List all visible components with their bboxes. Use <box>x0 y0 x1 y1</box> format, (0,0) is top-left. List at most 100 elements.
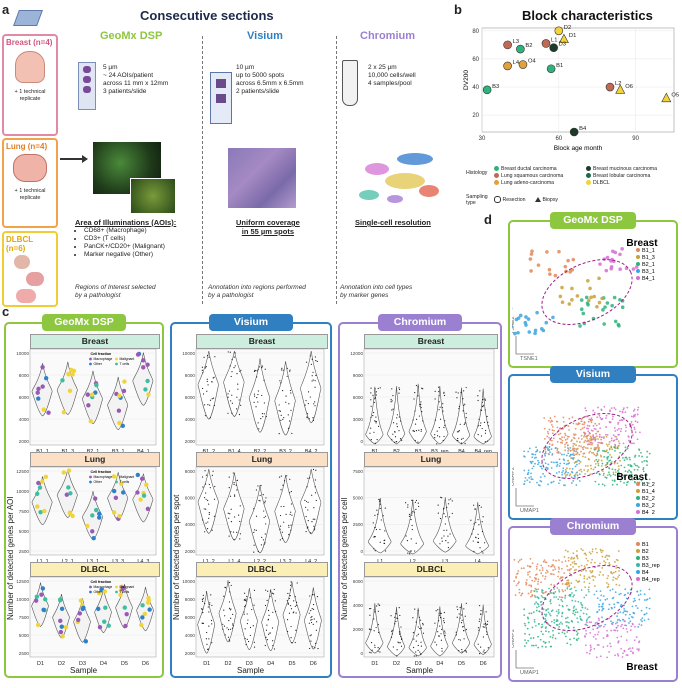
embedding-point <box>618 427 620 430</box>
embedding-point <box>597 631 600 633</box>
embedding-point <box>623 610 626 612</box>
spot-point <box>245 604 247 607</box>
spot-point <box>436 443 438 445</box>
embedding-point <box>518 581 520 583</box>
embedding-point <box>548 453 551 456</box>
embedding-point <box>606 558 609 561</box>
embedding-point <box>593 460 596 462</box>
spot-point <box>296 582 298 584</box>
embedding-point <box>617 440 620 443</box>
embedding-point <box>607 583 610 586</box>
spot-point <box>437 609 439 611</box>
embedding-point <box>567 608 570 611</box>
spot-point <box>438 386 440 388</box>
embedding-point <box>570 557 572 560</box>
spot-point <box>376 605 378 607</box>
spot-point <box>444 523 446 525</box>
embedding-point <box>616 601 619 604</box>
spot-point <box>434 641 436 643</box>
violin-D5 <box>282 581 301 644</box>
aoi-point <box>135 472 141 478</box>
chromium-result: Single-cell resolution <box>355 218 431 227</box>
legend-label: Malignant <box>119 475 134 479</box>
violin-L1_2 <box>197 468 219 534</box>
spot-point <box>420 430 422 432</box>
spot-point <box>394 431 396 433</box>
embedding-point <box>605 476 608 479</box>
spot-point <box>377 425 380 427</box>
embedding-point <box>648 478 651 481</box>
spot-point <box>279 525 282 527</box>
spot-point <box>291 514 293 516</box>
embedding-point <box>626 447 629 450</box>
spot-point <box>205 492 207 494</box>
spot-point <box>313 529 316 531</box>
spot-point <box>378 498 380 501</box>
y-tick-label: 0 <box>360 549 363 554</box>
embedding-point <box>618 593 621 596</box>
violin-L1_1 <box>31 476 53 526</box>
embedding-point <box>611 448 614 451</box>
spot-point <box>265 497 267 499</box>
embedding-point <box>530 595 532 598</box>
spot-point <box>456 431 459 433</box>
spot-point <box>309 595 311 597</box>
embedding-point <box>577 580 580 583</box>
point-label: D3 <box>559 42 566 48</box>
embedding-point <box>569 453 572 456</box>
spot-point <box>462 398 464 400</box>
embedding-point <box>623 476 626 479</box>
embedding-point <box>600 624 602 627</box>
spot-point <box>398 388 401 391</box>
embedding-point <box>567 627 570 629</box>
embedding-point <box>538 484 541 487</box>
embedding-point <box>537 588 540 591</box>
embedding-point <box>549 600 552 603</box>
aoi-point <box>64 492 70 497</box>
legend-dot <box>636 262 640 266</box>
embedding-point <box>617 641 620 644</box>
embedding-point <box>573 594 575 597</box>
embedding-point <box>514 317 519 322</box>
embedding-point <box>610 622 613 625</box>
spot-point <box>209 487 211 489</box>
spot-point <box>370 392 372 394</box>
spot-point <box>272 640 274 642</box>
spot-point <box>422 420 424 422</box>
spot-point <box>463 638 465 640</box>
embedding-point <box>543 458 546 461</box>
embedding-point <box>637 406 640 409</box>
spot-point <box>420 401 422 403</box>
embedding-point <box>542 592 545 595</box>
spot-point <box>443 392 445 394</box>
tissue-box-dlbcl: DLBCL (n=6) <box>2 231 58 307</box>
embedding-point <box>573 637 575 640</box>
embedding-point <box>596 430 599 433</box>
violin-B1_1 <box>31 363 53 417</box>
embedding-point <box>601 483 604 486</box>
spot-point <box>312 417 314 419</box>
spot-point <box>412 617 414 619</box>
embedding-point <box>574 473 577 476</box>
spot-point <box>282 390 284 392</box>
point-label: B3 <box>492 84 499 90</box>
tissue-label: Breast <box>626 662 658 673</box>
embedding-point <box>560 576 562 579</box>
spot-point <box>419 627 421 630</box>
embedding-point <box>632 611 635 614</box>
spot-point <box>231 627 234 629</box>
embedding-point <box>631 267 636 271</box>
embedding-point <box>609 409 611 412</box>
embedding-point <box>628 622 630 624</box>
embedding-point <box>619 410 621 413</box>
embedding-point <box>587 588 590 591</box>
panel-d-tab-1: Visium <box>550 366 636 383</box>
embedding-point <box>594 439 597 442</box>
spot-point <box>314 356 317 358</box>
embedding-point <box>561 436 564 439</box>
spot-point <box>253 544 255 546</box>
y-tick-label: 10000 <box>182 579 195 584</box>
embedding-point <box>643 460 646 462</box>
embedding-point <box>636 468 639 471</box>
embedding-point <box>555 620 558 623</box>
